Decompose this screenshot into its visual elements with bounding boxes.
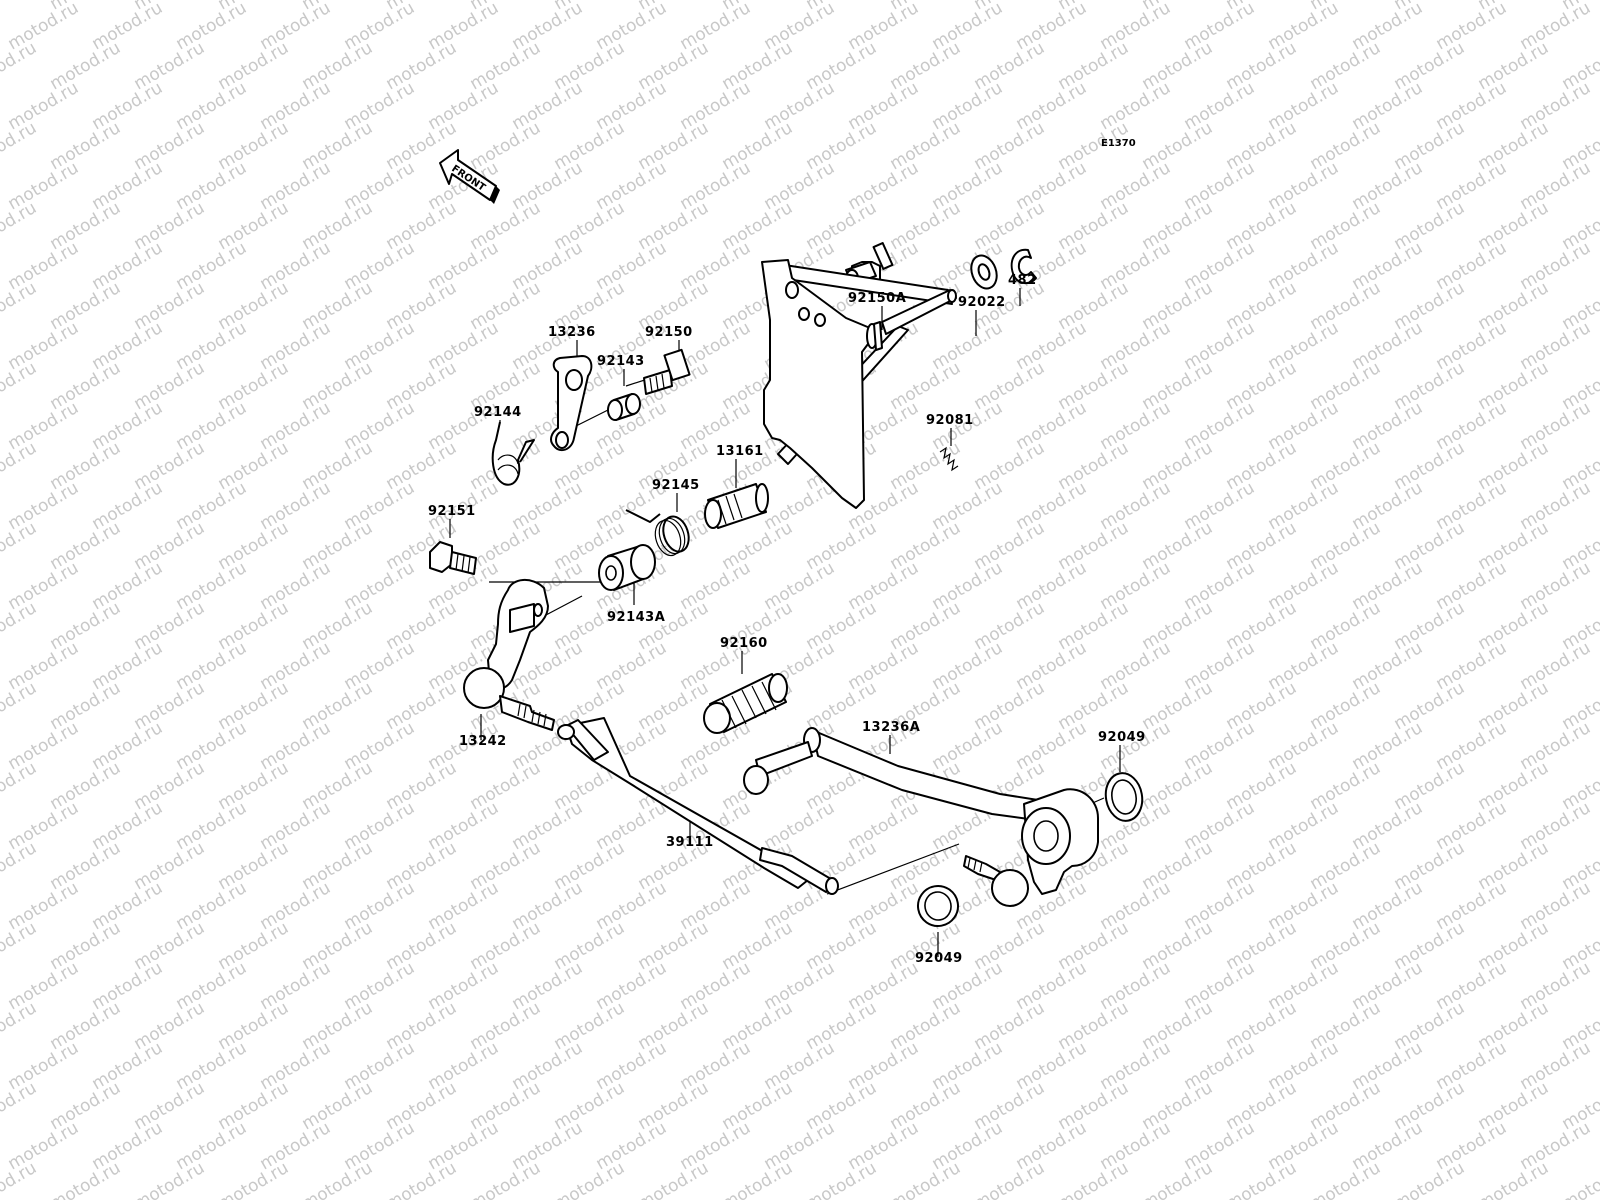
seal-92049-top [1104, 772, 1144, 822]
watermark-text: motod.ru [0, 358, 40, 414]
spring-92145 [625, 509, 690, 557]
watermark-text: motod.ru [0, 598, 40, 654]
shift-shaft-assembly [761, 259, 957, 509]
watermark-text: motod.ru [131, 1158, 209, 1200]
rubber-92160 [703, 673, 788, 734]
watermark-text: motod.ru [1559, 1158, 1600, 1200]
label-13242: 13242 [459, 734, 507, 749]
label-92145: 92145 [652, 478, 700, 493]
label-92160: 92160 [720, 636, 768, 651]
watermark-text: motod.ru [0, 38, 40, 94]
washer-92022 [970, 254, 998, 290]
watermark-text: motod.ru [215, 1158, 293, 1200]
label-92022: 92022 [958, 295, 1006, 310]
watermark-text: motod.ru [0, 918, 40, 974]
watermark-text: motod.ru [0, 998, 40, 1054]
watermark-text: motod.ru [383, 1158, 461, 1200]
watermark-text: motod.ru [1475, 1158, 1553, 1200]
label-92143: 92143 [597, 354, 645, 369]
part-labels: 92150A 92022 482 13236 92150 92143 92144… [428, 273, 1146, 966]
watermark-text: motod.ru [47, 1158, 125, 1200]
watermark-text: motod.ru [299, 1158, 377, 1200]
watermark-text: motod.ru [1139, 1158, 1217, 1200]
label-92150A: 92150A [848, 291, 906, 306]
collar-92143 [607, 393, 641, 421]
watermark-text: motod.ru [719, 1158, 797, 1200]
spring-92144 [491, 421, 535, 486]
arm-13236 [550, 355, 593, 452]
clamp-lever-13242 [463, 579, 555, 731]
watermark-text: motod.ru [0, 678, 40, 734]
tie-rod-39111 [557, 717, 839, 895]
watermark-text: motod.ru [971, 1158, 1049, 1200]
watermark-text: motod.ru [0, 1158, 40, 1200]
pedal-13236A [743, 727, 1099, 895]
label-92143A: 92143A [607, 610, 665, 625]
diagram-id: E1370 [1101, 138, 1136, 149]
label-92151: 92151 [428, 504, 476, 519]
label-13236: 13236 [548, 325, 596, 340]
label-13236A: 13236A [862, 720, 920, 735]
spring-92081 [939, 446, 959, 472]
watermark-text: motod.ru [0, 518, 40, 574]
watermark-text: motod.ru [467, 1158, 545, 1200]
watermark-text: motod.ru [1055, 1158, 1133, 1200]
watermark-text: motod.ru [0, 438, 40, 494]
seal-92049-bottom [917, 885, 959, 927]
spline-shaft-13161 [704, 483, 769, 529]
watermark-text: motod.ru [0, 198, 40, 254]
watermark-text: motod.ru [0, 1078, 40, 1134]
bolt-92151 [429, 541, 477, 575]
watermark-text: motod.ru [0, 838, 40, 894]
label-482: 482 [1008, 273, 1037, 288]
label-92144: 92144 [474, 405, 522, 420]
watermark-text: motod.ru [1223, 1158, 1301, 1200]
watermark-text: motod.ru [0, 0, 40, 14]
label-92049-bottom: 92049 [915, 951, 963, 966]
watermark-text: motod.ru [0, 278, 40, 334]
watermark-text: motod.ru [803, 1158, 881, 1200]
watermark-text: motod.ru [1391, 1158, 1469, 1200]
watermark-text: motod.ru [0, 118, 40, 174]
label-13161: 13161 [716, 444, 764, 459]
label-39111: 39111 [666, 835, 714, 850]
label-92049-top: 92049 [1098, 730, 1146, 745]
watermark-text: motod.ru [1307, 1158, 1385, 1200]
watermark-text: motod.ru [0, 758, 40, 814]
bolt-92150 [643, 348, 691, 395]
label-92081: 92081 [926, 413, 974, 428]
rear-ball-joint [963, 855, 1029, 907]
watermark-text: motod.ru [551, 1158, 629, 1200]
watermark-text: motod.ru [635, 1158, 713, 1200]
circlip-482 [1010, 248, 1037, 284]
collar-92143A [598, 544, 656, 591]
watermark-text: motod.ru [887, 1158, 965, 1200]
label-92150: 92150 [645, 325, 693, 340]
